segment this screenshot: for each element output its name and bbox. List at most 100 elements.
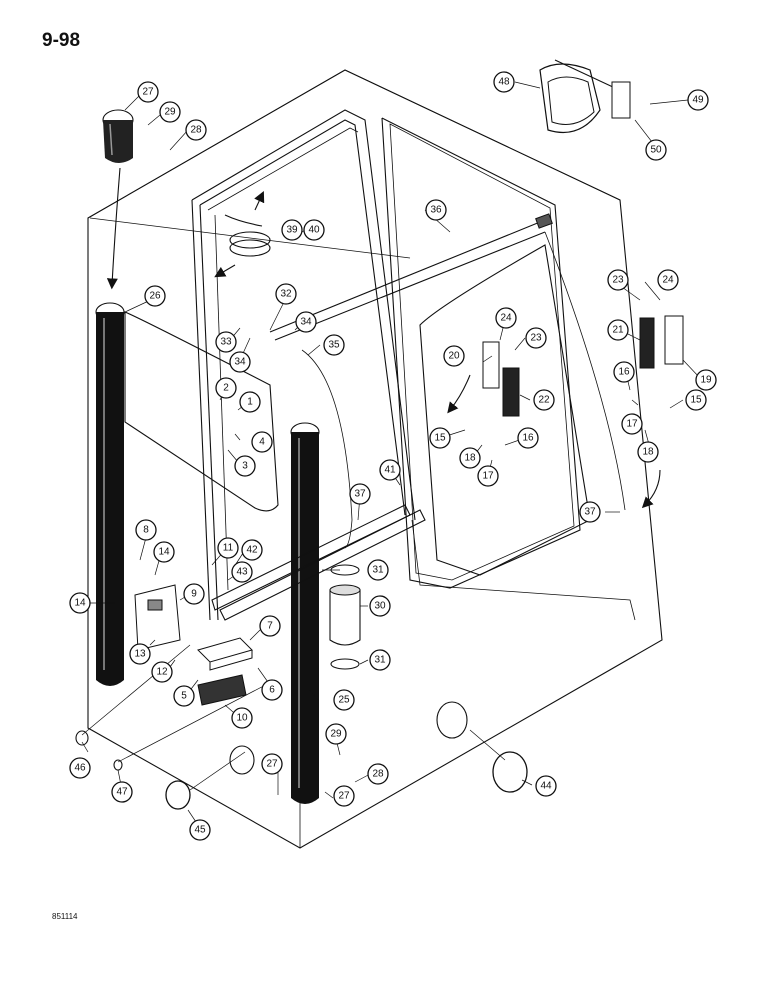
callout-29-bottom: 29 bbox=[325, 723, 347, 745]
callout-15-mid: 15 bbox=[429, 427, 451, 449]
callout-31-top: 31 bbox=[367, 559, 389, 581]
svg-text:22: 22 bbox=[538, 395, 550, 406]
svg-text:9: 9 bbox=[191, 589, 197, 600]
svg-text:47: 47 bbox=[116, 787, 128, 798]
svg-text:23: 23 bbox=[530, 333, 542, 344]
svg-text:8: 8 bbox=[143, 525, 149, 536]
svg-text:33: 33 bbox=[220, 337, 232, 348]
callout-19: 19 bbox=[695, 369, 717, 391]
callout-26: 26 bbox=[144, 285, 166, 307]
callout-18-mid: 18 bbox=[459, 447, 481, 469]
callout-21: 21 bbox=[607, 319, 629, 341]
svg-text:13: 13 bbox=[134, 649, 146, 660]
callout-44: 44 bbox=[535, 775, 557, 797]
fuse-block-7 bbox=[197, 637, 253, 671]
svg-text:14: 14 bbox=[74, 598, 86, 609]
callout-28-top: 28 bbox=[185, 119, 207, 141]
svg-text:40: 40 bbox=[308, 225, 320, 236]
svg-text:46: 46 bbox=[74, 763, 86, 774]
callout-16-right: 16 bbox=[613, 361, 635, 383]
callout-15-right: 15 bbox=[685, 389, 707, 411]
callout-23-right: 23 bbox=[607, 269, 629, 291]
callout-22: 22 bbox=[533, 389, 555, 411]
svg-text:32: 32 bbox=[280, 289, 292, 300]
callout-41: 41 bbox=[379, 459, 401, 481]
callout-4: 4 bbox=[251, 431, 273, 453]
callout-37-mid: 37 bbox=[349, 483, 371, 505]
svg-text:37: 37 bbox=[584, 507, 596, 518]
svg-text:15: 15 bbox=[434, 433, 446, 444]
svg-text:12: 12 bbox=[156, 667, 168, 678]
svg-text:43: 43 bbox=[236, 567, 248, 578]
callout-48: 48 bbox=[493, 71, 515, 93]
svg-text:42: 42 bbox=[246, 545, 258, 556]
svg-text:18: 18 bbox=[464, 453, 476, 464]
callout-17-mid: 17 bbox=[477, 465, 499, 487]
svg-text:23: 23 bbox=[612, 275, 624, 286]
callout-11: 11 bbox=[217, 537, 239, 559]
callout-34-a: 34 bbox=[295, 311, 317, 333]
callout-9: 9 bbox=[183, 583, 205, 605]
svg-text:45: 45 bbox=[194, 825, 206, 836]
svg-text:27: 27 bbox=[142, 87, 154, 98]
door-frame bbox=[191, 109, 416, 621]
callout-8: 8 bbox=[135, 519, 157, 541]
callout-12: 12 bbox=[151, 661, 173, 683]
callout-24-mid: 24 bbox=[495, 307, 517, 329]
svg-text:19: 19 bbox=[700, 375, 712, 386]
svg-text:26: 26 bbox=[149, 291, 161, 302]
svg-text:6: 6 bbox=[269, 685, 275, 696]
callout-45: 45 bbox=[189, 819, 211, 841]
callout-23-mid: 23 bbox=[525, 327, 547, 349]
callout-28-bottom: 28 bbox=[367, 763, 389, 785]
svg-text:7: 7 bbox=[267, 621, 273, 632]
svg-text:35: 35 bbox=[328, 340, 340, 351]
svg-text:2: 2 bbox=[223, 383, 229, 394]
svg-text:14: 14 bbox=[158, 547, 170, 558]
svg-text:36: 36 bbox=[430, 205, 442, 216]
right-arrow bbox=[641, 469, 661, 509]
right-post-tube bbox=[290, 422, 320, 804]
callout-27-bottom: 27 bbox=[333, 785, 355, 807]
page-number: 9-98 bbox=[42, 30, 81, 51]
callout-39: 39 bbox=[281, 219, 303, 241]
hinge-set bbox=[482, 315, 684, 417]
svg-text:28: 28 bbox=[190, 125, 202, 136]
left-glass-panel bbox=[124, 311, 279, 512]
callout-33: 33 bbox=[215, 331, 237, 353]
callout-10: 10 bbox=[231, 707, 253, 729]
svg-text:1: 1 bbox=[247, 397, 253, 408]
callout-24-right: 24 bbox=[657, 269, 679, 291]
callout-27-bottom-left: 27 bbox=[261, 753, 283, 775]
side-window bbox=[381, 117, 636, 621]
svg-text:17: 17 bbox=[626, 419, 638, 430]
svg-text:18: 18 bbox=[642, 447, 654, 458]
caps bbox=[75, 701, 528, 810]
callout-2: 2 bbox=[215, 377, 237, 399]
svg-text:4: 4 bbox=[259, 437, 265, 448]
callout-7: 7 bbox=[259, 615, 281, 637]
dryer-canister bbox=[329, 564, 361, 670]
callout-17-right: 17 bbox=[621, 413, 643, 435]
svg-text:39: 39 bbox=[286, 225, 298, 236]
svg-text:24: 24 bbox=[662, 275, 674, 286]
terminal-strip-10 bbox=[197, 674, 247, 706]
callout-32: 32 bbox=[275, 283, 297, 305]
lower-rail bbox=[211, 504, 426, 621]
left-post-tube bbox=[95, 302, 125, 686]
callout-5: 5 bbox=[173, 685, 195, 707]
callout-35: 35 bbox=[323, 334, 345, 356]
svg-text:31: 31 bbox=[372, 565, 384, 576]
callout-13: 13 bbox=[129, 643, 151, 665]
middle-arrow bbox=[447, 374, 471, 414]
callout-49: 49 bbox=[687, 89, 709, 111]
svg-text:16: 16 bbox=[618, 367, 630, 378]
svg-text:37: 37 bbox=[354, 489, 366, 500]
callout-27-top: 27 bbox=[137, 81, 159, 103]
callout-37-right: 37 bbox=[579, 501, 601, 523]
seal-arrow-up bbox=[254, 191, 265, 211]
callout-20: 20 bbox=[443, 345, 465, 367]
svg-text:27: 27 bbox=[338, 791, 350, 802]
callout-6: 6 bbox=[261, 679, 283, 701]
callout-42: 42 bbox=[241, 539, 263, 561]
